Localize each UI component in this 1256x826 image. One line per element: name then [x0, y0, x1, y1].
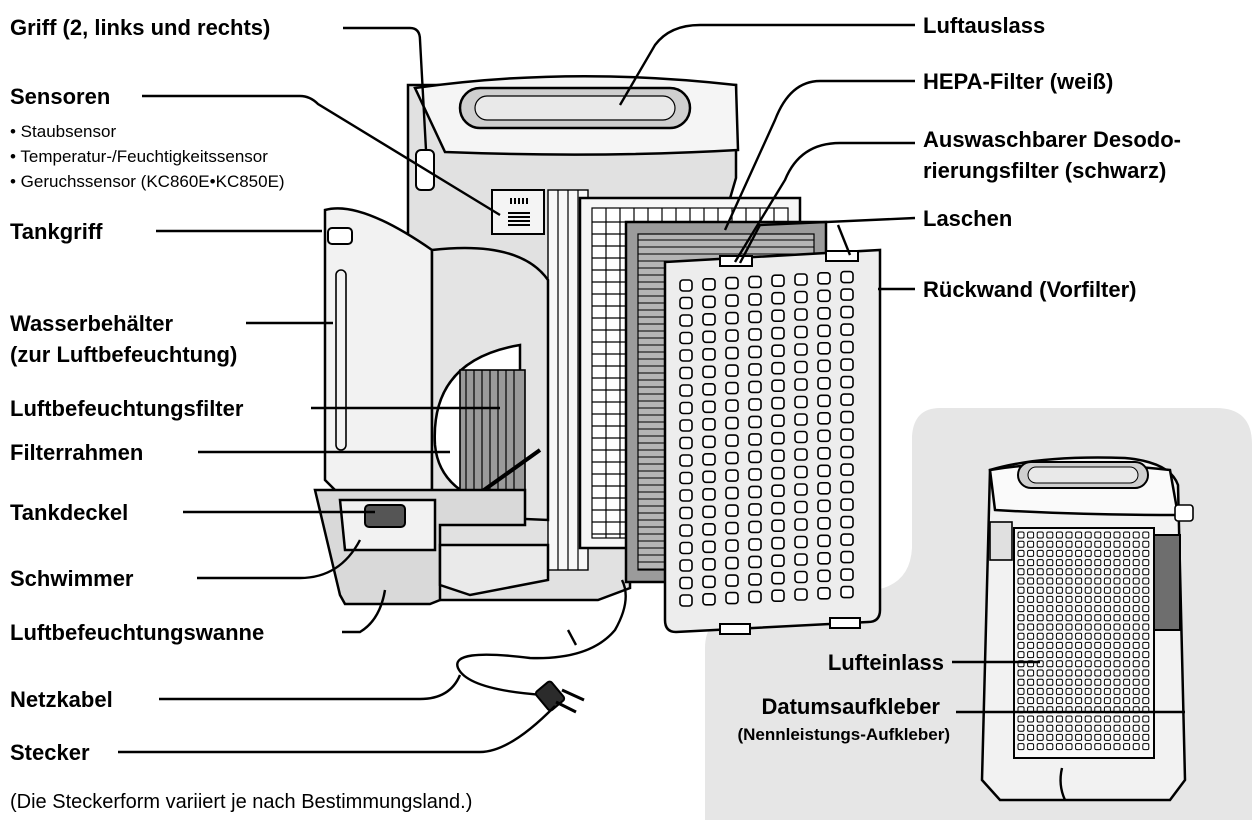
label-tankdeckel: Tankdeckel [10, 500, 128, 525]
label-filterrahmen: Filterrahmen [10, 440, 143, 465]
label-sensoren: Sensoren [10, 84, 110, 109]
label-nennleistungs-aufkleber: (Nennleistungs-Aufkleber) [737, 725, 950, 744]
inset-unit [980, 456, 1194, 802]
sensor-item: • Geruchssensor (KC860E•KC850E) [10, 172, 285, 191]
sensor-item: • Temperatur-/Feuchtigkeitssensor [10, 147, 268, 166]
back-panel [663, 248, 882, 635]
plug [534, 680, 585, 714]
label-griff: Griff (2, links und rechts) [10, 15, 270, 40]
label-laschen: Laschen [923, 206, 1012, 231]
label-desodorierungsfilter-sub: rierungsfilter (schwarz) [923, 158, 1166, 183]
label-schwimmer: Schwimmer [10, 566, 134, 591]
tab [825, 250, 859, 262]
label-luftbefeuchtungswanne: Luftbefeuchtungswanne [10, 620, 264, 645]
label-luftbefeuchtungsfilter: Luftbefeuchtungsfilter [10, 396, 244, 421]
label-desodorierungsfilter: Auswaschbarer Desodo- [923, 127, 1181, 152]
footnote: (Die Steckerform variiert je nach Bestim… [10, 791, 472, 813]
labels: Griff (2, links und rechts) Sensoren • S… [10, 13, 1181, 813]
filter-frame [433, 343, 542, 512]
label-lufteinlass: Lufteinlass [828, 650, 944, 675]
power-cord [456, 579, 627, 714]
sensor-grid [508, 198, 530, 226]
label-luftauslass: Luftauslass [923, 13, 1045, 38]
label-tankgriff: Tankgriff [10, 219, 103, 244]
label-wasserbehaelter-sub: (zur Luftbefeuchtung) [10, 342, 237, 367]
leader-lines [118, 23, 1185, 754]
label-stecker: Stecker [10, 740, 90, 765]
sensor-item: • Staubsensor [10, 122, 116, 141]
label-hepa-filter: HEPA-Filter (weiß) [923, 69, 1113, 94]
humidifying-tray [313, 488, 550, 606]
label-rueckwand: Rückwand (Vorfilter) [923, 277, 1137, 302]
label-datumsaufkleber: Datumsaufkleber [761, 694, 940, 719]
label-netzkabel: Netzkabel [10, 687, 113, 712]
label-wasserbehaelter: Wasserbehälter [10, 311, 173, 336]
